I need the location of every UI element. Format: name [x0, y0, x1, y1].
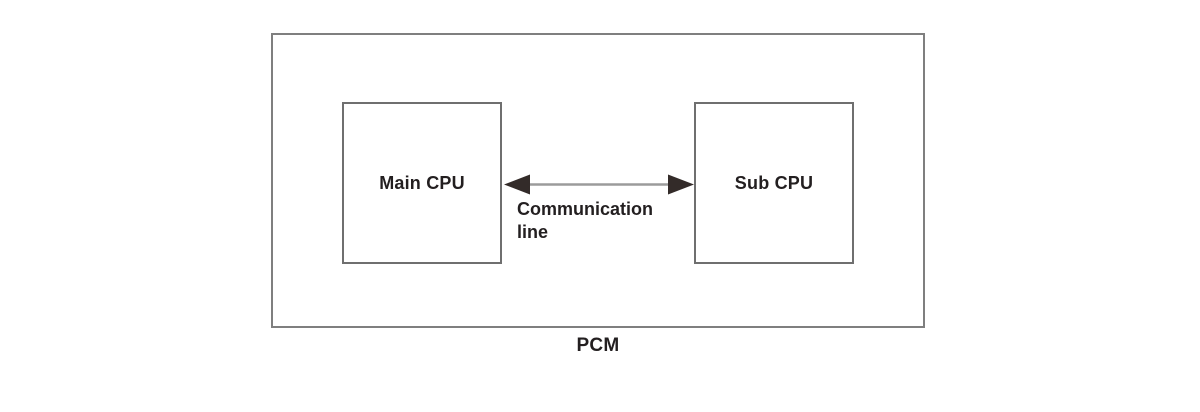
connection-label: Communication line	[517, 199, 654, 242]
pcm-label: PCM	[576, 335, 620, 356]
bidirectional-arrow-icon	[504, 174, 694, 195]
arrow-head-right	[668, 174, 694, 195]
arrow-head-left	[504, 174, 530, 195]
pcm-boundary-box: Main CPU Sub CPU Communication line	[271, 33, 925, 328]
node-main-cpu-label: Main CPU	[379, 172, 465, 193]
node-sub-cpu: Sub CPU	[694, 102, 854, 264]
node-sub-cpu-label: Sub CPU	[734, 172, 814, 193]
node-main-cpu: Main CPU	[342, 102, 502, 264]
